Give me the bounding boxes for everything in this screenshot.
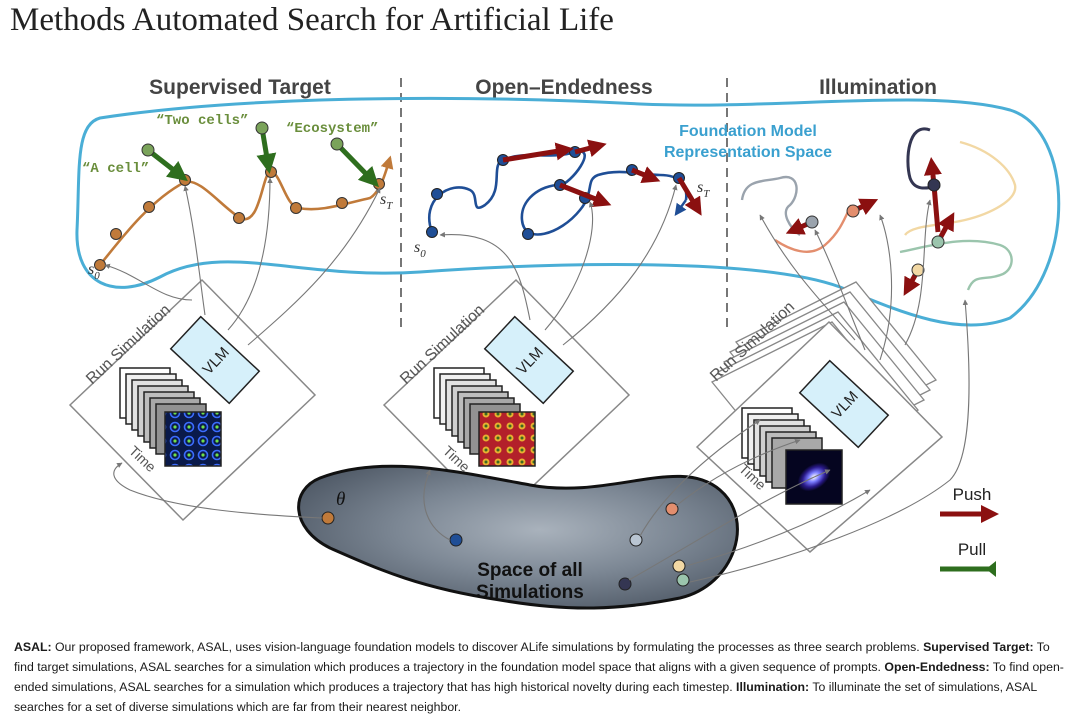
caption-term: Open-Endedness: — [884, 660, 990, 674]
supervised-trajectory — [98, 155, 394, 266]
illumination-trajectory — [904, 140, 1017, 236]
start-state-label: s0 — [88, 261, 100, 282]
foundation-model-space — [75, 96, 1061, 327]
caption-term: Illumination: — [736, 680, 810, 694]
prompt-label-two-cells: “Two cells” — [156, 113, 248, 129]
parameter-point — [449, 533, 463, 547]
space-label: Simulations — [476, 582, 584, 603]
run-simulation-box-stack: Run Simulation Time VLM — [695, 281, 944, 554]
caption-text: To find target simulations, ASAL searche… — [14, 640, 1050, 674]
vlm-box: VLM — [798, 359, 890, 449]
figure-caption: ASAL: Our proposed framework, ASAL, uses… — [14, 637, 1070, 717]
trajectory-point — [373, 178, 385, 190]
prompt-point — [141, 143, 155, 157]
asal-diagram: Supervised Target Open–Endedness Illumin… — [68, 76, 1061, 610]
caption-term: Supervised Target: — [923, 640, 1034, 654]
simulation-embedding — [846, 204, 860, 218]
simulation-frame-image — [164, 411, 222, 467]
parameter-point — [676, 573, 690, 587]
push-arrow — [502, 142, 574, 163]
run-simulation-box: Run Simulation Time VLM — [68, 278, 317, 522]
push-arrow — [559, 182, 612, 208]
caption-text: Our proposed framework, ASAL, uses visio… — [51, 640, 924, 654]
push-arrow — [574, 139, 607, 157]
caption-text: To illuminate the set of simulations, AS… — [14, 680, 1037, 714]
push-arrow — [931, 184, 941, 233]
trajectory-point — [522, 228, 534, 240]
section-header-open-endedness: Open–Endedness — [475, 76, 652, 99]
simulation-frame-image — [478, 411, 536, 467]
parameter-point — [665, 502, 679, 516]
trajectory-point — [336, 197, 348, 209]
parameter-point — [321, 511, 335, 525]
run-simulation-box: Run Simulation Time VLM — [382, 278, 631, 522]
pull-arrow — [146, 148, 188, 182]
simulation-embedding — [911, 263, 925, 277]
foundation-space-label: Foundation Model — [679, 123, 817, 140]
foundation-space-label: Representation Space — [664, 144, 832, 161]
open-endedness-trajectory — [428, 150, 688, 236]
legend-push-label: Push — [953, 485, 992, 504]
push-arrow — [676, 176, 702, 216]
trajectory-point — [426, 226, 438, 238]
parameter-point — [629, 533, 643, 547]
push-arrow — [631, 166, 661, 184]
caption-text: To find open-ended simulations, ASAL sea… — [14, 660, 1064, 694]
end-state-label: sT — [380, 191, 393, 212]
trajectory-point — [265, 166, 277, 178]
space-label: Space of all — [477, 560, 583, 581]
frame-stack — [119, 367, 222, 467]
frame-stack — [741, 407, 843, 505]
trajectory-point — [290, 202, 302, 214]
trajectory-point — [179, 174, 191, 186]
connector-lines — [104, 177, 970, 583]
prompt-point — [255, 121, 269, 135]
page-title: Methods Automated Search for Artificial … — [10, 2, 614, 38]
pull-arrow — [335, 142, 379, 188]
parameter-point — [618, 577, 632, 591]
start-state-label: s0 — [414, 239, 426, 260]
trajectory-point — [233, 212, 245, 224]
prompt-point — [330, 137, 344, 151]
simulation-embedding — [805, 215, 819, 229]
section-header-supervised: Supervised Target — [149, 76, 331, 99]
parameter-point — [672, 559, 686, 573]
trajectory-point — [143, 201, 155, 213]
illumination-trajectory — [740, 175, 801, 236]
vlm-box: VLM — [169, 315, 261, 405]
simulation-space — [297, 464, 739, 610]
illumination-trajectory — [774, 204, 853, 253]
prompt-label-ecosystem: “Ecosystem” — [286, 121, 378, 137]
legend-pull-label: Pull — [958, 540, 986, 559]
section-header-illumination: Illumination — [819, 76, 937, 99]
simulation-embedding — [927, 178, 941, 192]
frame-stack — [433, 367, 536, 467]
end-state-label: sT — [697, 179, 710, 200]
theta-label: θ — [336, 489, 345, 510]
simulation-embedding — [931, 235, 945, 249]
caption-term: ASAL: — [14, 640, 52, 654]
trajectory-point — [110, 228, 122, 240]
trajectory-point — [431, 188, 443, 200]
prompt-label-a-cell: “A cell” — [82, 161, 149, 177]
trajectory-point — [94, 259, 106, 271]
vlm-box: VLM — [483, 315, 575, 405]
